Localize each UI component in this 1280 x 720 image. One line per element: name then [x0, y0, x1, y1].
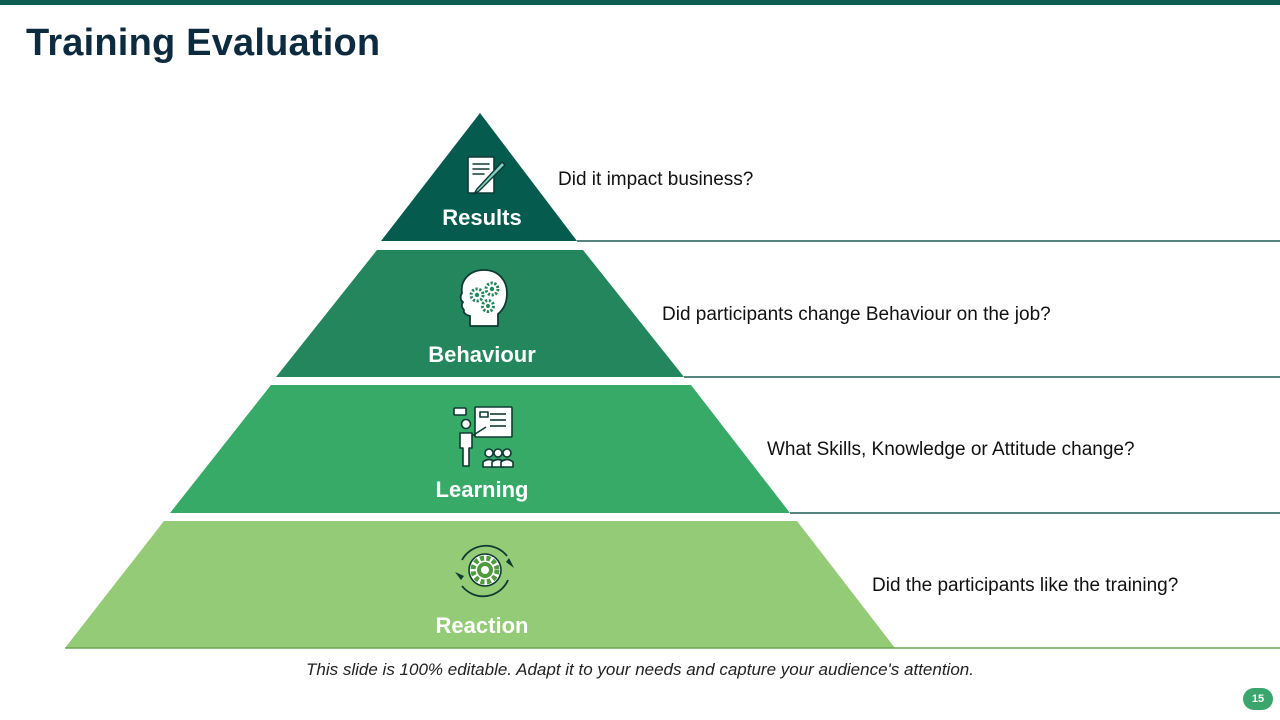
head-gears-icon: [459, 269, 508, 327]
document-pen-icon: [467, 156, 506, 195]
presenter-audience-icon: [453, 406, 514, 468]
tier-label-results: Results: [442, 205, 522, 230]
question-reaction: Did the participants like the training?: [872, 575, 1179, 596]
top-accent-bar: [0, 0, 1280, 5]
question-results: Did it impact business?: [558, 169, 754, 190]
tier-label-learning: Learning: [435, 477, 529, 502]
footer-note: This slide is 100% editable. Adapt it to…: [306, 660, 974, 679]
tier-learning-shape: [170, 385, 790, 513]
tier-label-reaction: Reaction: [435, 613, 529, 638]
question-learning: What Skills, Knowledge or Attitude chang…: [767, 439, 1135, 460]
page-number-badge: 15: [1243, 688, 1273, 710]
gear-cycle-icon: [455, 544, 514, 598]
tier-label-behaviour: Behaviour: [428, 342, 536, 367]
question-behaviour: Did participants change Behaviour on the…: [662, 304, 1051, 325]
page-title: Training Evaluation: [26, 22, 381, 64]
